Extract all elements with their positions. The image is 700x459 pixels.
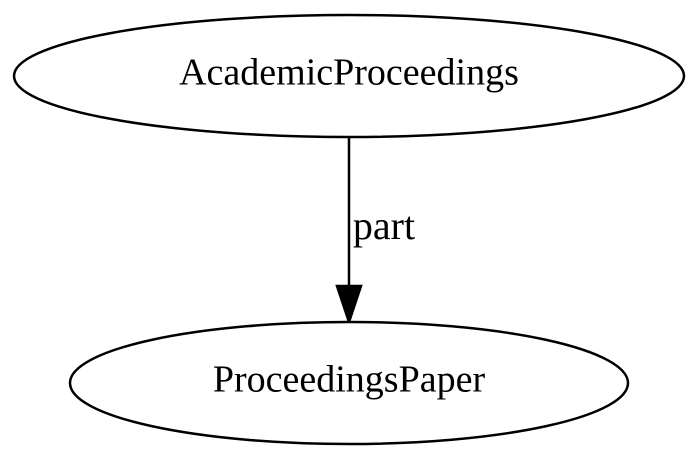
node-proceedings-paper-label: ProceedingsPaper (213, 359, 486, 401)
node-proceedings-paper-shape (68, 320, 630, 446)
node-academic-proceedings-label: AcademicProceedings (179, 52, 519, 94)
edge-part: part (335, 138, 415, 326)
edge-part-label: part (353, 203, 415, 248)
edge-part-arrowhead (335, 284, 363, 326)
node-proceedings-paper[interactable]: ProceedingsPaper (68, 320, 630, 446)
node-academic-proceedings-shape (12, 13, 686, 139)
node-academic-proceedings[interactable]: AcademicProceedings (12, 13, 686, 139)
